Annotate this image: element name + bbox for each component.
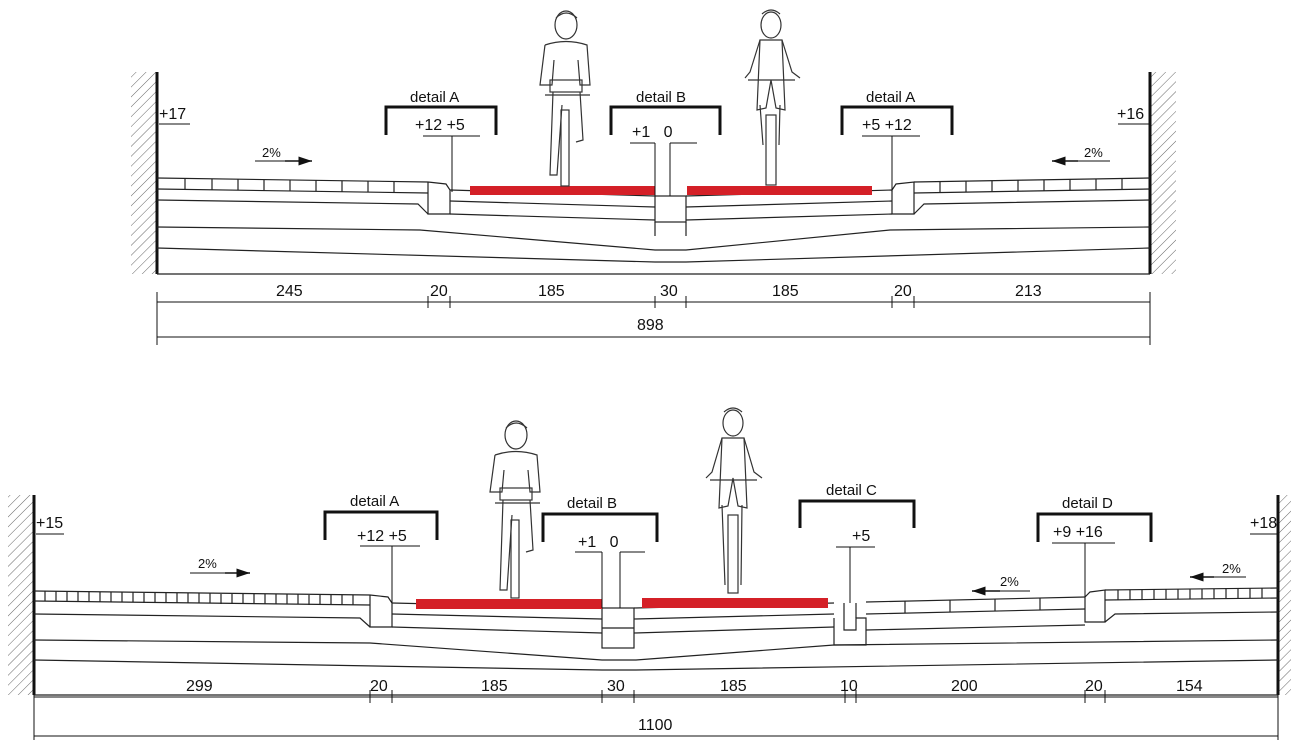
svg-text:2%: 2% <box>1222 561 1241 576</box>
svg-text:+9 +16: +9 +16 <box>1053 524 1103 541</box>
dim-segment: 20 <box>430 283 448 300</box>
dim-segment: 213 <box>1015 283 1042 300</box>
svg-text:2%: 2% <box>198 556 217 571</box>
svg-text:+1 0: +1 0 <box>578 534 619 551</box>
cyclist-figure-right <box>744 9 801 186</box>
cyclist-figure-left <box>489 420 541 599</box>
paving-joints <box>44 588 1263 613</box>
dim-segment: 200 <box>951 678 978 695</box>
svg-text:detail C: detail C <box>826 482 877 499</box>
bottom-cross-section: +15 +18 <box>8 407 1291 740</box>
bike-lane-marking-left <box>416 599 602 609</box>
cyclist-figure-left <box>539 10 591 187</box>
right-wall-hatch <box>1278 495 1291 695</box>
dim-segment: 185 <box>772 283 799 300</box>
left-wall-level: +15 <box>36 515 63 532</box>
bike-lane-marking-left <box>470 186 655 195</box>
detail-d: detail D +9 +16 <box>1036 495 1153 597</box>
svg-text:+5 +12: +5 +12 <box>862 117 912 134</box>
dim-segment: 30 <box>607 678 625 695</box>
dimension-line-top <box>156 292 1151 345</box>
dim-segment: 30 <box>660 283 678 300</box>
detail-b: detail B +1 0 <box>541 495 659 608</box>
right-wall-level: +16 <box>1117 106 1144 123</box>
left-wall-hatch <box>131 72 157 274</box>
detail-c: detail C +5 <box>798 482 916 603</box>
detail-a: detail A +12 +5 <box>323 493 439 603</box>
slope-indicator-left: 2% <box>190 556 250 578</box>
dim-total: 898 <box>637 317 664 334</box>
dim-segment: 10 <box>840 678 858 695</box>
svg-text:+12 +5: +12 +5 <box>357 528 407 545</box>
cyclist-figure-right <box>705 407 763 594</box>
svg-text:detail A: detail A <box>410 89 459 106</box>
detail-a-right: detail A +5 +12 <box>840 89 954 192</box>
slope-indicator-middle: 2% <box>972 574 1030 596</box>
detail-a-left: detail A +12 +5 <box>384 89 498 192</box>
svg-text:+12 +5: +12 +5 <box>415 117 465 134</box>
dim-segment: 20 <box>1085 678 1103 695</box>
svg-text:detail A: detail A <box>350 493 399 510</box>
dim-total: 1100 <box>638 717 673 734</box>
svg-text:+5: +5 <box>852 528 870 545</box>
bike-lane-marking-right <box>642 598 828 608</box>
svg-text:detail B: detail B <box>567 495 617 512</box>
svg-text:2%: 2% <box>1084 145 1103 160</box>
top-cross-section: +17 +16 <box>131 9 1176 345</box>
right-wall-hatch <box>1150 72 1176 274</box>
dim-segment: 20 <box>894 283 912 300</box>
left-wall-hatch <box>8 495 34 695</box>
svg-text:+1 0: +1 0 <box>632 124 673 141</box>
paving-joints <box>184 178 1123 193</box>
svg-text:detail A: detail A <box>866 89 915 106</box>
right-wall-level: +18 <box>1250 515 1277 532</box>
dim-segment: 299 <box>186 678 213 695</box>
dimension-line-bottom <box>33 690 1279 740</box>
detail-b: detail B +1 0 <box>609 89 722 196</box>
dim-segment: 185 <box>720 678 747 695</box>
svg-text:2%: 2% <box>262 145 281 160</box>
slope-indicator-right: 2% <box>1190 561 1246 582</box>
bike-lane-marking-right <box>687 186 872 195</box>
dim-segment: 185 <box>538 283 565 300</box>
dim-segment: 185 <box>481 678 508 695</box>
svg-text:detail B: detail B <box>636 89 686 106</box>
svg-text:2%: 2% <box>1000 574 1019 589</box>
slope-indicator-right: 2% <box>1052 145 1110 166</box>
dim-segment: 245 <box>276 283 303 300</box>
slope-indicator-left: 2% <box>255 145 312 166</box>
left-wall-level: +17 <box>159 106 186 123</box>
dim-segment: 154 <box>1176 678 1203 695</box>
dim-segment: 20 <box>370 678 388 695</box>
svg-text:detail D: detail D <box>1062 495 1113 512</box>
